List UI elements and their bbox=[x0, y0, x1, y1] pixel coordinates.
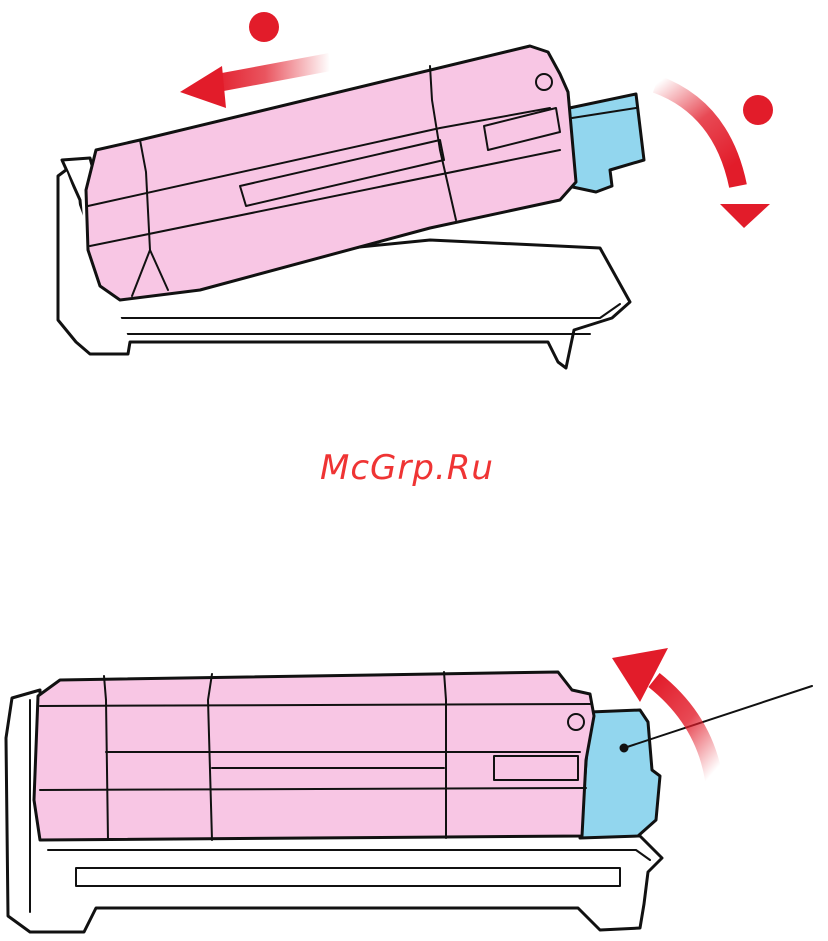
callout-dot-1 bbox=[249, 12, 279, 42]
cartridge-body-bottom bbox=[34, 672, 594, 840]
callout-dot-2 bbox=[743, 95, 773, 125]
watermark-text: McGrp.Ru bbox=[320, 448, 520, 488]
figure-top-tilted-cartridge bbox=[58, 46, 644, 368]
